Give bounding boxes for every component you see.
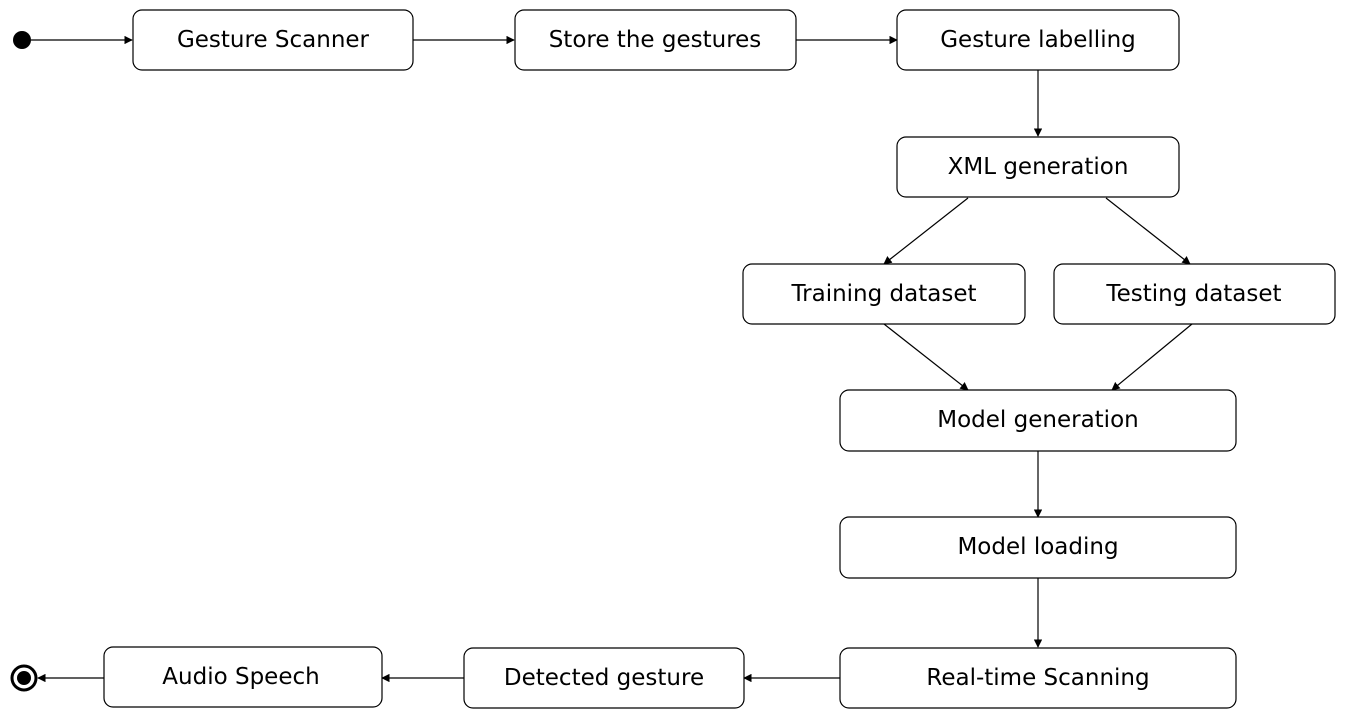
node-training-dataset: Training dataset [742,263,1026,325]
edge-testing-dataset-to-model-generation [1111,323,1193,391]
node-label: Testing dataset [1105,281,1281,307]
node-label: Real-time Scanning [926,665,1149,691]
node-store-gestures: Store the gestures [514,9,797,71]
node-label: Gesture labelling [940,27,1136,53]
node-label: Audio Speech [162,664,319,690]
node-detected-gesture: Detected gesture [463,647,745,709]
node-model-loading: Model loading [839,516,1237,579]
node-label: Detected gesture [504,665,704,691]
edge-training-dataset-to-model-generation [883,323,969,391]
node-label: Model loading [957,534,1118,560]
node-label: Model generation [937,407,1138,433]
start-node [13,31,31,49]
node-model-generation: Model generation [839,389,1237,452]
node-label: Store the gestures [549,27,762,53]
node-label: XML generation [948,154,1129,180]
edge-xml-generation-to-testing-dataset [1105,197,1191,265]
edges [31,35,1193,683]
node-gesture-scanner: Gesture Scanner [132,9,414,71]
node-realtime-scanning: Real-time Scanning [839,647,1237,709]
node-audio-speech: Audio Speech [103,646,383,708]
end-node [10,664,38,692]
edge-xml-generation-to-training-dataset [883,197,969,265]
node-label: Gesture Scanner [177,27,370,53]
node-gesture-labelling: Gesture labelling [896,9,1180,71]
node-xml-generation: XML generation [896,136,1180,198]
node-label: Training dataset [790,281,976,307]
node-testing-dataset: Testing dataset [1053,263,1336,325]
